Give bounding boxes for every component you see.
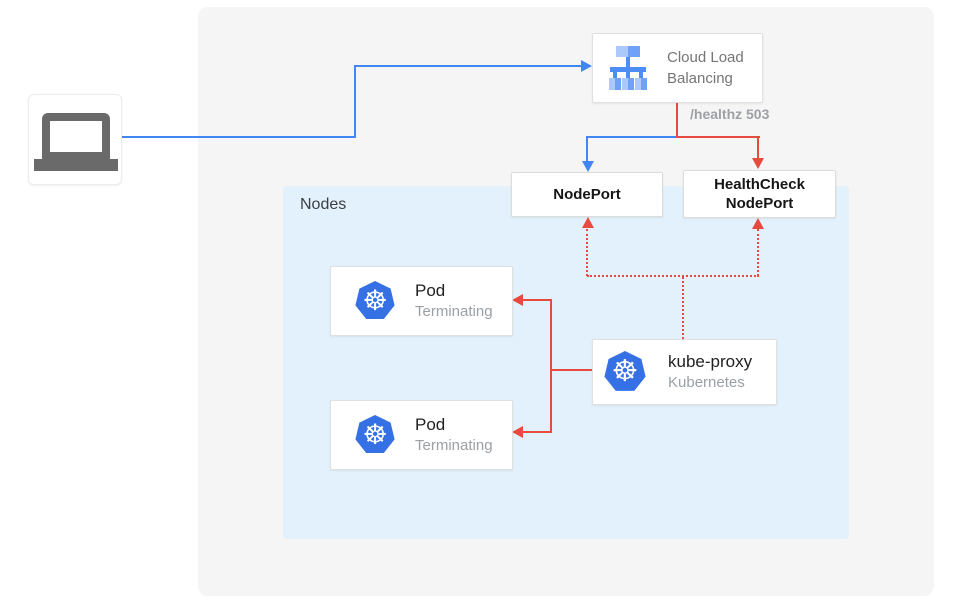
client-to-clb-line-h2 (354, 65, 581, 67)
clb-to-hc-line-v (757, 136, 759, 159)
pod-node-2: ☸ Pod Terminating (330, 400, 513, 470)
healthcheck-nodeport-node: HealthCheck NodePort (683, 170, 836, 218)
pods-spine-line (550, 299, 552, 433)
kube-proxy-label: kube-proxy (668, 352, 753, 371)
arrow-into-pod1-icon (512, 294, 523, 306)
clb-healthz-line-v (676, 102, 678, 137)
pod2-label: Pod (415, 415, 446, 434)
arrow-into-clb-icon (581, 60, 592, 72)
client-to-clb-line-h1 (122, 136, 355, 138)
kubernetes-icon: ☸ (355, 415, 395, 453)
pod2-status: Terminating (415, 437, 493, 454)
pod1-label: Pod (415, 281, 446, 300)
laptop-icon (29, 95, 123, 186)
kube-proxy-subtitle: Kubernetes (668, 374, 745, 391)
healthcheck-nodeport-label: HealthCheck NodePort (714, 176, 805, 212)
spine-to-pod1-line (523, 299, 551, 301)
cloud-load-balancing-label: Cloud Load Balancing (667, 49, 744, 87)
dotted-to-healthcheck-line (757, 229, 759, 276)
healthz-503-label: /healthz 503 (690, 106, 770, 122)
kube-proxy-node: ☸ kube-proxy Kubernetes (592, 339, 777, 405)
arrow-into-nodeport-icon (582, 161, 594, 172)
cloud-load-balancing-icon (605, 46, 651, 90)
nodes-group-label: Nodes (300, 196, 347, 213)
client-to-clb-line-v (354, 65, 356, 138)
clb-to-nodeport-line-h (587, 136, 677, 138)
kubeproxy-dotted-line-h (587, 275, 759, 277)
spine-to-pod2-line (523, 431, 551, 433)
clb-to-nodeport-line-v (586, 136, 588, 162)
nodeport-node: NodePort (511, 172, 663, 217)
kubernetes-icon: ☸ (355, 281, 395, 319)
dotted-arrow-into-nodeport-icon (582, 217, 594, 228)
clb-to-hc-line-h (676, 136, 760, 138)
cloud-load-balancing-node: Cloud Load Balancing (592, 33, 763, 103)
arrow-into-pod2-icon (512, 426, 523, 438)
pod-node-1: ☸ Pod Terminating (330, 266, 513, 336)
kubernetes-icon: ☸ (604, 351, 646, 391)
client-node (28, 94, 122, 185)
pod1-status: Terminating (415, 303, 493, 320)
dotted-arrow-into-healthcheck-icon (752, 218, 764, 229)
nodeport-label: NodePort (553, 186, 621, 203)
kubeproxy-to-spine-line (551, 369, 592, 371)
arrow-into-healthcheck-icon (752, 158, 764, 169)
dotted-to-nodeport-line (586, 229, 588, 276)
kubeproxy-dotted-line-v (682, 277, 684, 339)
